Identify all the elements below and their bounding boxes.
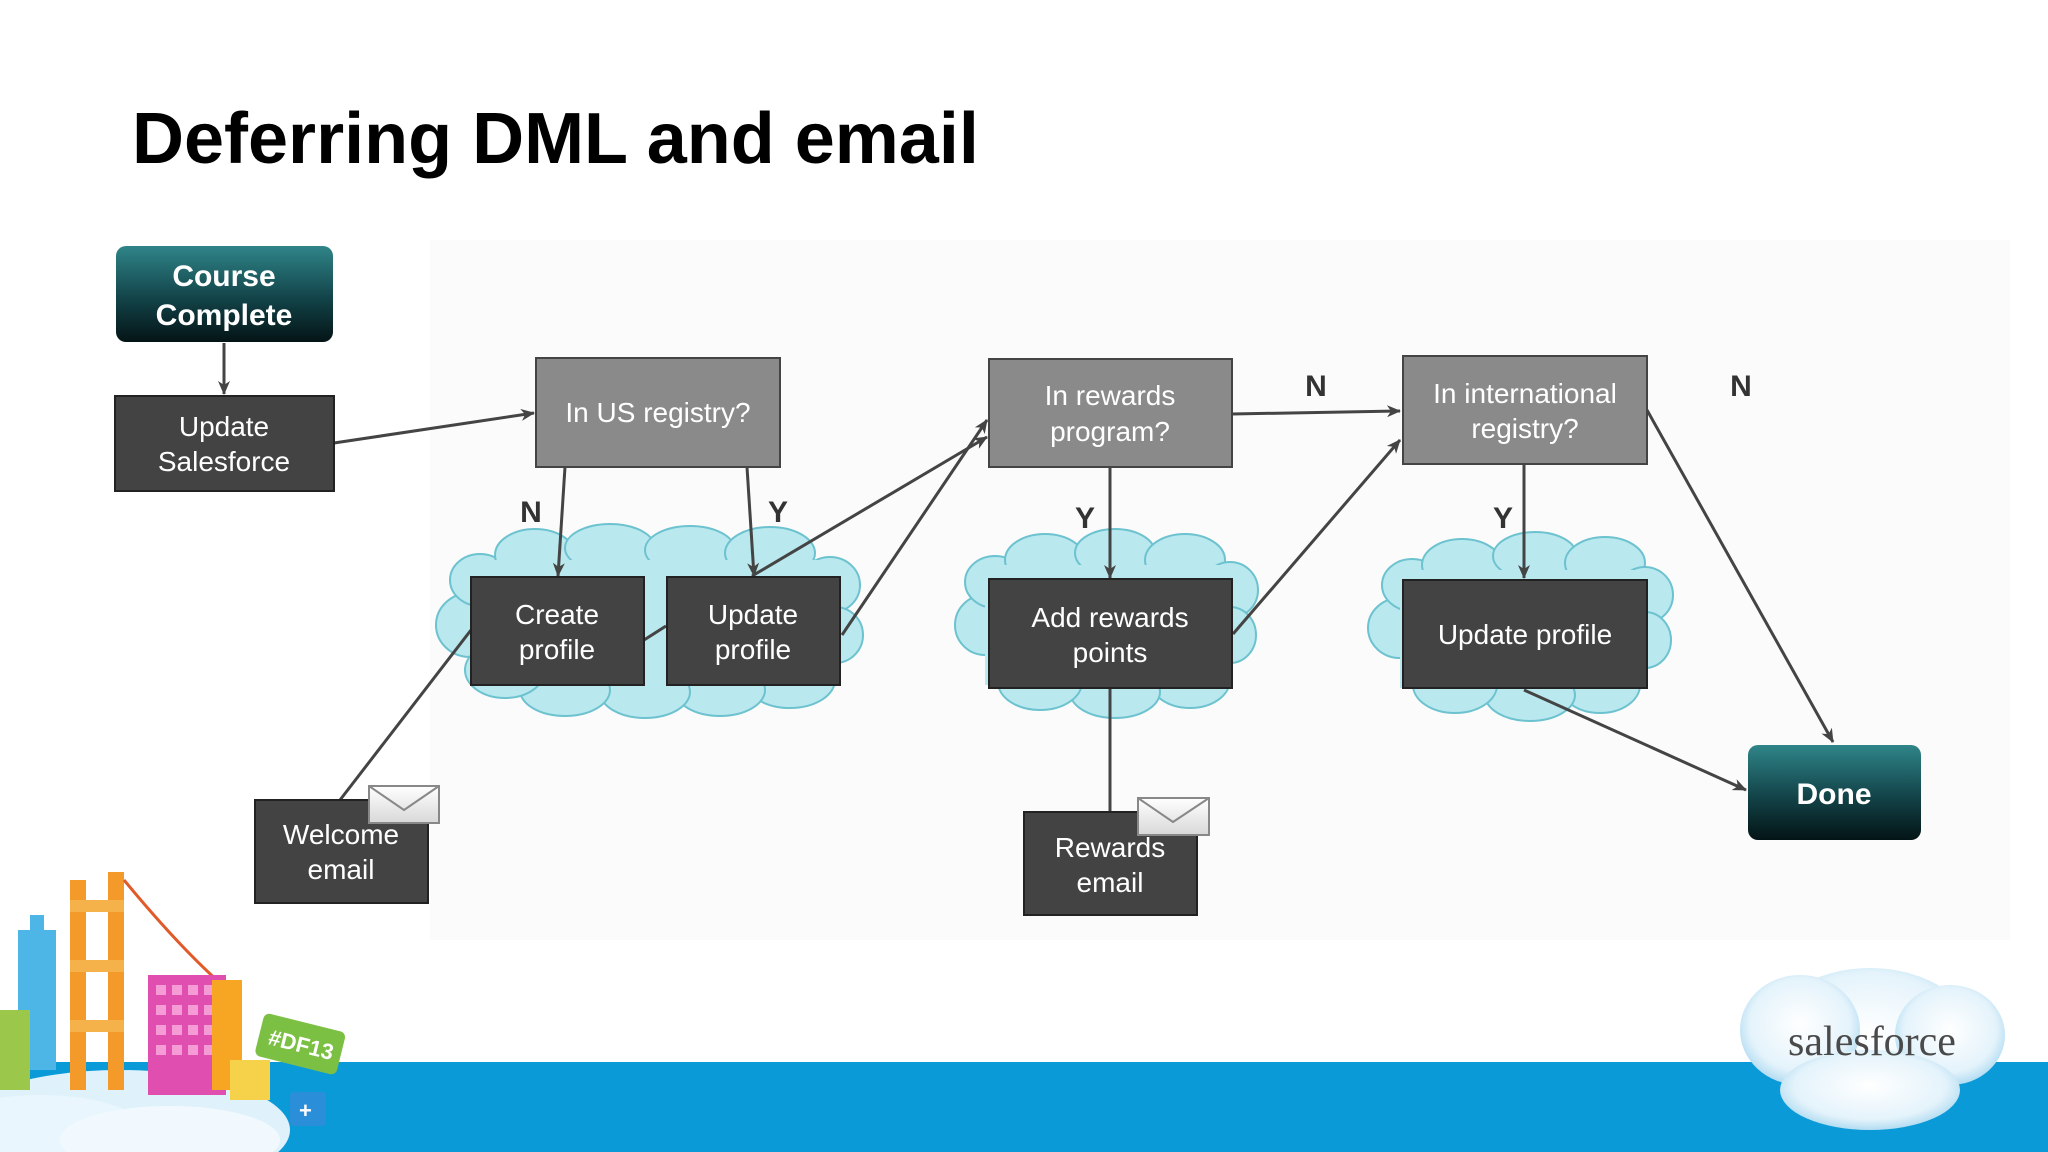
edge-welcome-to-create xyxy=(338,629,473,801)
envelope-icon xyxy=(368,785,440,824)
edge-cloud-rewards-to-intl xyxy=(1231,439,1402,635)
edge-update-to-rewards xyxy=(751,435,988,578)
node-welcome-email-line2: email xyxy=(308,854,375,885)
edge-create-to-update xyxy=(643,624,667,642)
node-update-profile-us: Update profile xyxy=(666,576,841,686)
edge-label-rewards-yes: Y xyxy=(1075,502,1095,535)
event-badge: #DF13 xyxy=(255,1013,346,1075)
envelope-icon xyxy=(1137,797,1210,836)
node-in-us-registry-line1: In US registry? xyxy=(565,397,750,428)
node-in-rewards-program: In rewards program? xyxy=(988,358,1233,468)
node-update-salesforce-line2: Salesforce xyxy=(158,446,290,477)
node-create-profile-line1: Create xyxy=(515,599,599,630)
edge-label-rewards-no: N xyxy=(1305,370,1327,403)
edge-us-no xyxy=(552,466,567,577)
node-update-profile-us-line2: profile xyxy=(715,634,791,665)
edge-intl-profile-to-done xyxy=(1523,688,1747,792)
edge-intl-no xyxy=(1645,409,1835,743)
footer-band xyxy=(0,1062,2048,1152)
node-welcome-email: Welcome email xyxy=(254,785,440,904)
node-in-international-registry: In international registry? xyxy=(1402,355,1648,465)
node-add-rewards-points-line2: points xyxy=(1073,637,1148,668)
edge-label-us-yes: Y xyxy=(768,496,788,529)
node-create-profile-line2: profile xyxy=(519,634,595,665)
plus-badge-text: + xyxy=(299,1098,312,1123)
node-course-complete-line2: Complete xyxy=(156,299,293,332)
edge-label-us-no: N xyxy=(520,496,542,529)
edge-cloud-us-to-rewards xyxy=(840,419,989,636)
edge-update-to-us xyxy=(333,408,535,445)
connectors xyxy=(218,343,1835,812)
node-done-line1: Done xyxy=(1797,778,1872,811)
node-update-salesforce: Update Salesforce xyxy=(114,395,335,492)
node-update-profile-intl-line1: Update profile xyxy=(1438,619,1612,650)
node-update-profile-intl: Update profile xyxy=(1402,579,1648,689)
node-in-rewards-program-line2: program? xyxy=(1050,416,1170,447)
salesforce-logo: salesforce xyxy=(1740,968,2005,1130)
node-in-rewards-program-line1: In rewards xyxy=(1045,380,1176,411)
node-in-international-registry-line2: registry? xyxy=(1471,413,1578,444)
node-add-rewards-points: Add rewards points xyxy=(988,578,1233,689)
node-rewards-email: Rewards email xyxy=(1023,797,1210,916)
edge-label-intl-yes: Y xyxy=(1493,502,1513,535)
node-done: Done xyxy=(1748,745,1921,840)
node-course-complete: Course Complete xyxy=(116,246,333,342)
node-course-complete-line1: Course xyxy=(172,260,275,293)
node-update-salesforce-line1: Update xyxy=(179,411,269,442)
node-in-international-registry-line1: In international xyxy=(1433,378,1617,409)
slide-title: Deferring DML and email xyxy=(132,99,979,179)
node-rewards-email-line2: email xyxy=(1077,867,1144,898)
node-in-us-registry: In US registry? xyxy=(535,357,781,468)
node-update-profile-us-line1: Update xyxy=(708,599,798,630)
city-illustration: #DF13 + xyxy=(0,872,346,1152)
edge-label-intl-no: N xyxy=(1730,370,1752,403)
node-welcome-email-line1: Welcome xyxy=(283,819,399,850)
node-add-rewards-points-line1: Add rewards xyxy=(1031,602,1188,633)
edge-rewards-no xyxy=(1231,405,1401,418)
edge-us-yes xyxy=(745,466,760,577)
node-rewards-email-line1: Rewards xyxy=(1055,832,1165,863)
node-create-profile: Create profile xyxy=(470,576,645,686)
salesforce-logo-text: salesforce xyxy=(1788,1019,1956,1065)
plus-badge: + xyxy=(290,1092,326,1126)
